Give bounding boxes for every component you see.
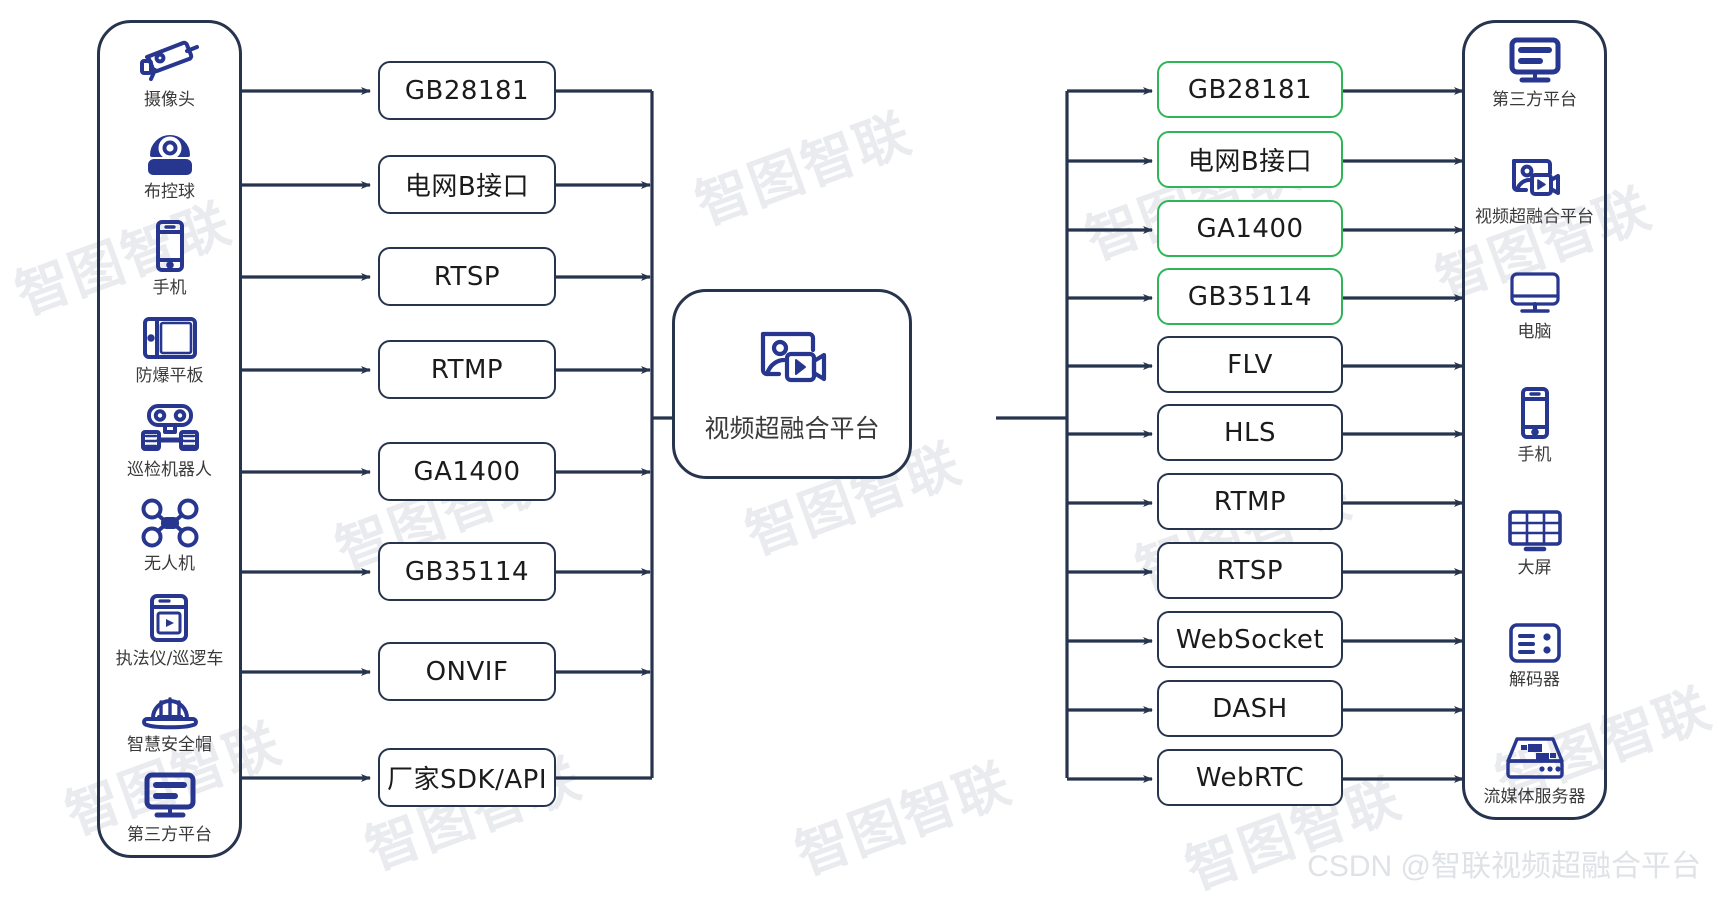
output-item-label: 解码器 <box>1509 670 1560 691</box>
source-item-label: 巡检机器人 <box>127 459 212 480</box>
source-item-8[interactable]: 智慧安全帽 <box>127 686 212 755</box>
input-protocol-box-7[interactable]: ONVIF <box>378 642 556 701</box>
source-item-label: 防爆平板 <box>135 365 204 386</box>
output-protocol-label: WebSocket <box>1175 624 1325 655</box>
tablet-icon <box>141 315 199 366</box>
output-item-label: 第三方平台 <box>1492 90 1577 110</box>
mobile-phone-icon <box>1516 386 1554 445</box>
output-protocol-box-5[interactable]: FLV <box>1157 336 1343 393</box>
source-item-5[interactable]: 巡检机器人 <box>127 403 212 480</box>
desktop-computer-icon <box>1508 271 1562 322</box>
input-protocol-label: 厂家SDK/API <box>387 765 547 795</box>
smart-helmet-icon <box>141 686 199 735</box>
output-protocol-box-2[interactable]: 电网B接口 <box>1157 131 1343 188</box>
input-protocol-box-1[interactable]: GB28181 <box>378 61 556 120</box>
ptz-dome-camera-icon <box>144 127 196 182</box>
output-item-label: 大屏 <box>1517 557 1552 578</box>
output-protocol-box-9[interactable]: WebSocket <box>1157 611 1343 668</box>
output-protocol-box-10[interactable]: DASH <box>1157 680 1343 737</box>
input-protocol-box-3[interactable]: RTSP <box>378 247 556 306</box>
source-item-label: 摄像头 <box>144 90 195 110</box>
input-protocol-box-8[interactable]: 厂家SDK/API <box>378 748 556 807</box>
source-item-label: 手机 <box>152 277 187 298</box>
input-protocol-label: RTMP <box>430 354 504 385</box>
output-item-7[interactable]: 流媒体服务器 <box>1484 734 1586 807</box>
output-protocol-box-4[interactable]: GB35114 <box>1157 268 1343 325</box>
video-fusion-platform-icon <box>755 324 829 399</box>
center-platform-label: 视频超融合平台 <box>704 413 880 443</box>
mobile-phone-icon <box>151 219 189 278</box>
output-item-label: 电脑 <box>1517 321 1552 342</box>
output-item-4[interactable]: 手机 <box>1516 386 1554 465</box>
output-item-label: 手机 <box>1517 444 1552 465</box>
input-protocol-box-6[interactable]: GB35114 <box>378 542 556 601</box>
streaming-server-icon <box>1504 734 1566 787</box>
source-item-1[interactable]: 摄像头 <box>139 37 201 110</box>
output-protocol-box-8[interactable]: RTSP <box>1157 542 1343 599</box>
output-protocol-box-3[interactable]: GA1400 <box>1157 200 1343 257</box>
inspection-robot-icon <box>139 403 201 460</box>
input-protocol-label: GB35114 <box>404 556 530 587</box>
output-item-1[interactable]: 第三方平台 <box>1492 37 1577 110</box>
source-item-7[interactable]: 执法仪/巡逻车 <box>115 590 224 670</box>
input-protocol-box-4[interactable]: RTMP <box>378 340 556 399</box>
video-fusion-platform-icon <box>1509 154 1561 207</box>
output-item-5[interactable]: 大屏 <box>1506 509 1564 578</box>
output-protocol-label: FLV <box>1227 349 1273 380</box>
left-source-column: 摄像头布控球手机防爆平板巡检机器人无人机执法仪/巡逻车智慧安全帽第三方平台 <box>97 20 242 858</box>
output-protocol-box-1[interactable]: GB28181 <box>1157 61 1343 118</box>
input-protocol-label: 电网B接口 <box>404 172 530 202</box>
output-protocol-label: GA1400 <box>1196 213 1304 244</box>
third-party-platform-icon <box>1508 37 1562 90</box>
output-protocol-label: HLS <box>1223 417 1277 448</box>
source-item-label: 执法仪/巡逻车 <box>115 649 224 670</box>
output-item-label: 流媒体服务器 <box>1483 787 1586 808</box>
output-item-2[interactable]: 视频超融合平台 <box>1475 154 1594 227</box>
center-platform-box[interactable]: 视频超融合平台 <box>672 289 912 479</box>
output-protocol-box-6[interactable]: HLS <box>1157 404 1343 461</box>
source-item-label: 智慧安全帽 <box>127 735 212 756</box>
output-protocol-label: WebRTC <box>1195 762 1305 793</box>
third-party-platform-icon <box>143 772 197 825</box>
output-item-3[interactable]: 电脑 <box>1508 271 1562 342</box>
right-output-column: 第三方平台视频超融合平台电脑手机大屏解码器流媒体服务器 <box>1462 20 1607 820</box>
source-item-2[interactable]: 布控球 <box>144 127 196 202</box>
cctv-camera-icon <box>139 37 201 90</box>
input-protocol-box-2[interactable]: 电网B接口 <box>378 155 556 214</box>
input-protocol-label: ONVIF <box>425 656 509 687</box>
output-protocol-box-11[interactable]: WebRTC <box>1157 749 1343 806</box>
video-wall-icon <box>1506 509 1564 558</box>
output-protocol-label: GB28181 <box>1187 74 1313 105</box>
output-protocol-label: RTMP <box>1213 486 1287 517</box>
drone-icon <box>139 497 201 554</box>
input-protocol-label: GA1400 <box>413 456 521 487</box>
output-item-label: 视频超融合平台 <box>1475 206 1594 227</box>
source-item-9[interactable]: 第三方平台 <box>127 772 212 845</box>
input-protocol-label: RTSP <box>433 261 501 292</box>
source-item-4[interactable]: 防爆平板 <box>136 315 204 386</box>
source-item-6[interactable]: 无人机 <box>139 497 201 574</box>
output-protocol-box-7[interactable]: RTMP <box>1157 473 1343 530</box>
input-protocol-label: GB28181 <box>404 75 530 106</box>
source-item-3[interactable]: 手机 <box>151 219 189 298</box>
source-item-label: 第三方平台 <box>127 825 212 846</box>
source-item-label: 无人机 <box>144 553 195 574</box>
output-item-6[interactable]: 解码器 <box>1507 621 1563 690</box>
law-enforcement-recorder-icon <box>147 590 191 649</box>
output-protocol-label: GB35114 <box>1187 281 1313 312</box>
decoder-icon <box>1507 621 1563 670</box>
output-protocol-label: 电网B接口 <box>1187 147 1313 177</box>
source-item-label: 布控球 <box>144 181 195 202</box>
input-protocol-box-5[interactable]: GA1400 <box>378 442 556 501</box>
output-protocol-label: RTSP <box>1216 555 1284 586</box>
output-protocol-label: DASH <box>1212 693 1288 724</box>
